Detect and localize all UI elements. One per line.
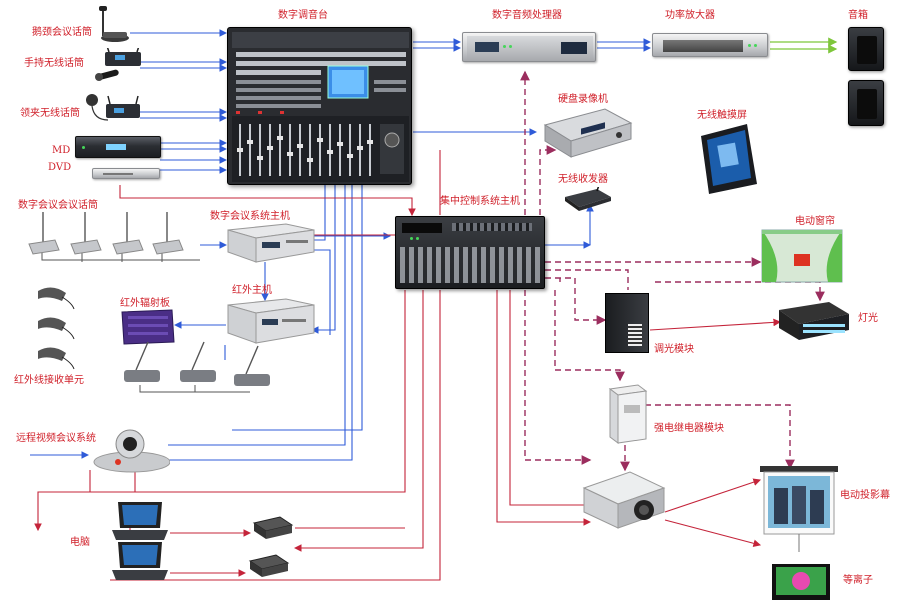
label-audio-processor: 数字音频处理器 [492, 10, 562, 21]
control-solid-lines [34, 150, 782, 581]
speaker-top [848, 27, 884, 71]
label-light: 灯光 [858, 313, 878, 324]
label-hdd-recorder: 硬盘录像机 [558, 94, 608, 105]
dvd-player [92, 168, 160, 179]
label-wired-mic: 鹅颈会议话筒 [32, 27, 92, 38]
relay-module [608, 384, 648, 444]
ir-emitter-panel [121, 309, 175, 345]
hdd-video-recorder [543, 108, 633, 158]
handheld-wireless-mic [95, 48, 141, 81]
digital-conf-mics [28, 212, 184, 255]
connection-box-top [252, 516, 294, 539]
conf-mic-chain [41, 248, 250, 393]
projection-screen [760, 466, 838, 552]
label-video-conf: 远程视频会议系统 [16, 433, 96, 444]
label-ir-receiver: 红外线接收单元 [14, 375, 84, 386]
label-md: MD [52, 145, 71, 156]
label-computer: 电脑 [70, 537, 90, 548]
label-plasma: 等离子 [843, 575, 873, 586]
label-handheld-mic: 手持无线话筒 [24, 58, 84, 69]
label-speaker: 音箱 [848, 10, 868, 21]
label-power-amp: 功率放大器 [665, 10, 715, 21]
label-ir-host: 红外主机 [232, 285, 272, 296]
label-relay-module: 强电继电器模块 [654, 423, 724, 434]
wireless-touch-screen [701, 124, 757, 194]
laptop-top [112, 502, 168, 540]
dimmer-module [605, 293, 649, 353]
wireless-transceiver [565, 187, 611, 211]
ir-host [227, 298, 315, 344]
gooseneck-mic [99, 6, 129, 42]
stage-light [779, 302, 849, 340]
label-touch-screen: 无线触摸屏 [697, 110, 747, 121]
central-control-host [395, 216, 545, 289]
label-digital-conf-mic: 数字会议会议话筒 [18, 200, 98, 211]
label-lapel-mic: 领夹无线话筒 [20, 108, 80, 119]
video-conference-system [93, 429, 170, 473]
plasma-display [772, 564, 830, 600]
connection-box-bottom [248, 554, 290, 577]
ir-conf-mics [124, 341, 270, 386]
audio-input-lines [130, 29, 652, 249]
label-digital-conf-host: 数字会议系统主机 [210, 211, 290, 222]
digital-conf-host [227, 223, 315, 263]
audio-return-lines [30, 185, 594, 461]
label-curtain: 电动窗帘 [795, 216, 835, 227]
digital-mixer [227, 27, 412, 185]
speaker-output-lines [770, 37, 838, 54]
power-amplifier [652, 33, 768, 57]
md-player [75, 136, 161, 158]
label-ir-emitter: 红外辐射板 [120, 298, 170, 309]
label-wireless-transceiver: 无线收发器 [558, 174, 608, 185]
label-mixer: 数字调音台 [278, 10, 328, 21]
audio-processor [462, 32, 596, 62]
label-projection-screen: 电动投影幕 [840, 490, 890, 501]
laptop-bottom [112, 542, 168, 580]
electric-curtain [761, 229, 843, 283]
label-dvd: DVD [48, 162, 72, 173]
label-central-control: 集中控制系统主机 [440, 196, 520, 207]
label-dimmer: 调光模块 [654, 344, 694, 355]
lapel-wireless-mic [86, 94, 140, 121]
speaker-bottom [848, 80, 884, 126]
projector [582, 471, 666, 529]
ir-receivers [38, 287, 75, 370]
